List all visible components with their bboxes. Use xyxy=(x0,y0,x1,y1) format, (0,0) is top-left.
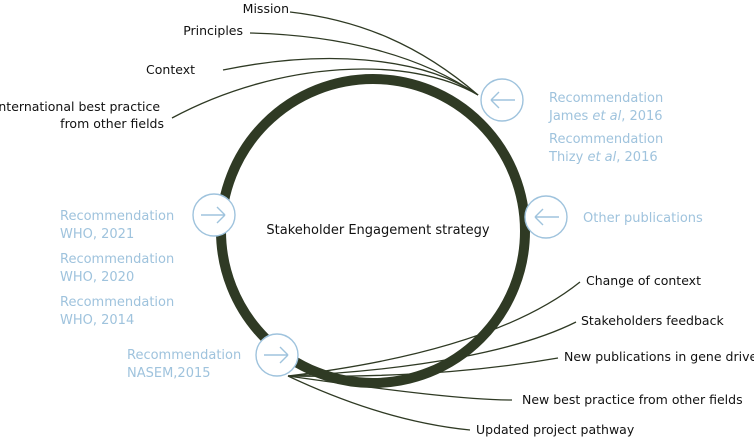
recommendation-who-2020-label: Recommendation WHO, 2020 xyxy=(60,252,178,285)
recommendation-nasem-label: Recommendation NASEM,2015 xyxy=(127,348,245,381)
input-label-principles: Principles xyxy=(183,23,243,38)
connector-new-best-practice xyxy=(287,375,513,401)
connector-mission xyxy=(289,11,479,96)
connector-context xyxy=(222,57,479,96)
output-label-stakeholders-feedback: Stakeholders feedback xyxy=(581,313,724,328)
output-label-new-best-practice: New best practice from other fields xyxy=(522,392,743,407)
connector-best-practice xyxy=(171,68,479,119)
arrow-circle-icon xyxy=(192,193,236,237)
recommendation-who-2014-label: Recommendation WHO, 2014 xyxy=(60,295,178,328)
connector-change-of-context xyxy=(287,281,581,377)
connector-updated-pathway xyxy=(287,375,471,431)
recommendation-thizy-label: Recommendation Thizy et al, 2016 xyxy=(548,132,667,165)
input-label-mission: Mission xyxy=(243,1,289,16)
recommendation-james-label: Recommendation James et al, 2016 xyxy=(548,91,667,124)
input-label-context: Context xyxy=(146,62,195,77)
output-connector-lines xyxy=(287,281,581,431)
input-connector-lines xyxy=(171,11,479,119)
arrow-circle-icon xyxy=(524,195,568,239)
output-label-new-publications: New publications in gene drive xyxy=(564,349,754,364)
connector-principles xyxy=(249,32,479,96)
recommendation-who-2021-label: Recommendation WHO, 2021 xyxy=(60,209,178,242)
arrow-circle-icon xyxy=(480,78,524,122)
other-publications-label: Other publications xyxy=(583,211,703,226)
output-label-updated-pathway: Updated project pathway xyxy=(476,422,635,437)
output-label-change-of-context: Change of context xyxy=(586,273,701,288)
center-label: Stakeholder Engagement strategy xyxy=(266,223,489,238)
arrow-circle-icon xyxy=(255,333,299,377)
input-label-best-practice: International best practice from other f… xyxy=(0,99,164,131)
